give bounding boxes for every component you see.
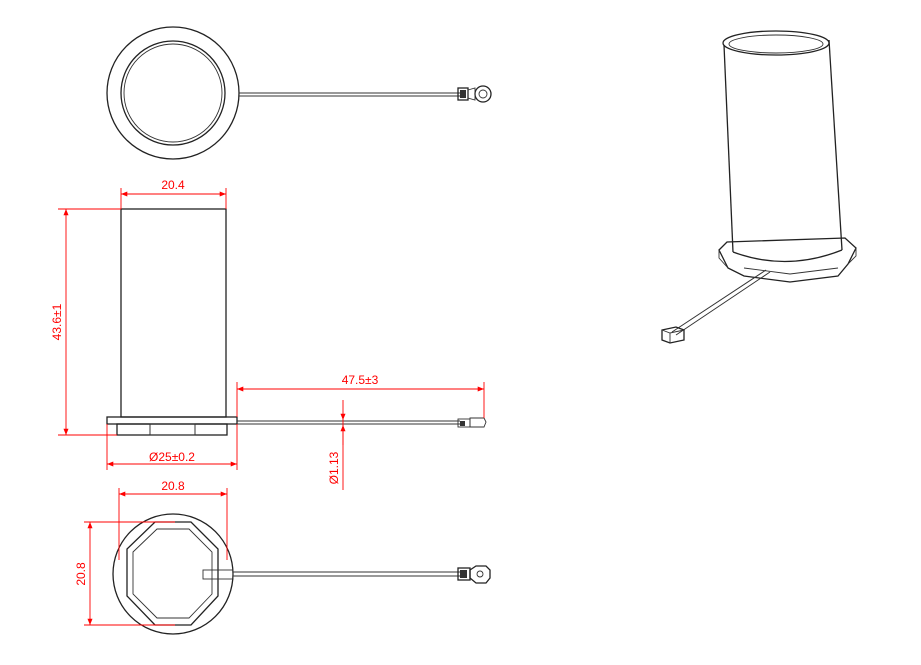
body-width-label: 20.4 (161, 178, 185, 192)
dimension-labels: 20.4 43.6±1 47.5±3 Ø25±0.2 Ø1.13 20.8 20… (50, 178, 379, 586)
body-height-label: 43.6±1 (50, 303, 64, 340)
dimension-lines (58, 188, 485, 626)
bottom-view (112, 513, 491, 635)
cable-diameter-label: Ø1.13 (327, 451, 341, 484)
flange-diameter-label: Ø25±0.2 (149, 450, 195, 464)
iso-connector-icon (661, 326, 685, 344)
side-view (106, 208, 487, 436)
side-connector-icon (457, 417, 487, 428)
cable-length-label: 47.5±3 (342, 373, 379, 387)
isometric-view (661, 30, 857, 344)
base-height-label: 20.8 (74, 562, 88, 586)
bottom-connector-icon (457, 565, 491, 584)
ufl-connector-icon (457, 85, 492, 103)
top-view (106, 26, 492, 160)
base-width-label: 20.8 (161, 479, 185, 493)
